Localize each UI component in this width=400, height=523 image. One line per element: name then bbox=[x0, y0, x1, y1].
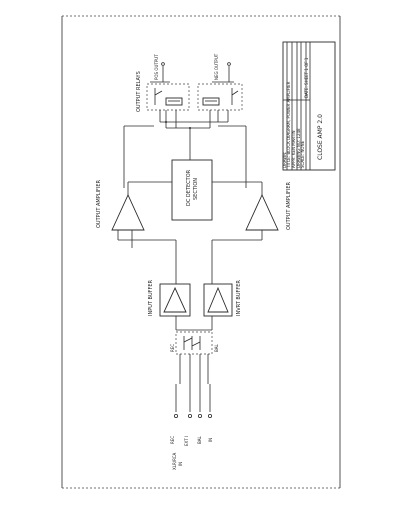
input-jack-bal: BAL bbox=[197, 413, 202, 444]
output-amplifier-left: OUTPUT AMPLIFIER bbox=[96, 180, 145, 240]
input-jack-ext: EXT I bbox=[184, 413, 192, 446]
title-row-drawn: DRAWN: bbox=[282, 151, 287, 168]
input-selector-switch: REC BAL bbox=[170, 331, 219, 355]
output-amplifier-right: OUTPUT AMPLIFIER bbox=[245, 182, 292, 240]
amp-right-label: OUTPUT AMPLIFIER bbox=[286, 182, 292, 230]
switch-label-left: REC bbox=[170, 344, 175, 352]
input-in-label: IN bbox=[208, 438, 213, 442]
invert-buffer-label: INVRT BUFFER bbox=[236, 280, 242, 316]
input-buffer-triangle bbox=[163, 286, 187, 313]
switch-frame bbox=[175, 331, 213, 355]
neg-output-label: NEG OUTPUT bbox=[214, 53, 219, 80]
junction-dot bbox=[189, 127, 191, 129]
title-row-drawing-no: DRAWING NO: 1248 bbox=[296, 128, 301, 168]
input-group-label-line2: IN bbox=[178, 462, 183, 466]
output-relay-neg bbox=[197, 83, 243, 111]
relay-neg-frame bbox=[197, 83, 243, 111]
title-block-title: CLOSE AMP 2.0 bbox=[317, 114, 324, 160]
junction-dot bbox=[165, 121, 167, 123]
input-group-label-line1: XLR/RCA bbox=[172, 453, 177, 470]
pos-output-terminal: POS OUTPUT bbox=[150, 54, 170, 83]
pos-output-label: POS OUTPUT bbox=[154, 54, 159, 80]
input-jack-in: IN bbox=[207, 413, 213, 442]
input-jack-rec: REC bbox=[170, 413, 178, 444]
amp-left-label: OUTPUT AMPLIFIER bbox=[96, 180, 102, 228]
title-row-date: DATE: SHEET 1 OF 1 bbox=[304, 57, 309, 98]
amp-right-triangle bbox=[245, 193, 279, 231]
input-ext-label: EXT I bbox=[184, 436, 189, 446]
input-buffer: INPUT BUFFER bbox=[148, 279, 191, 317]
title-row-appr: APPR: KEN MARTIN bbox=[291, 130, 296, 168]
invert-buffer: INVRT BUFFER bbox=[203, 280, 242, 317]
switch-label-right: BAL bbox=[214, 344, 219, 352]
invert-buffer-triangle bbox=[207, 286, 229, 313]
output-relay-pos bbox=[146, 83, 190, 111]
amp-left-triangle bbox=[111, 193, 145, 231]
output-relays-label: OUTPUT RELAYS bbox=[136, 71, 142, 112]
neg-output-terminal: NEG OUTPUT bbox=[212, 53, 234, 83]
input-bal-label: BAL bbox=[197, 436, 202, 444]
relay-neg-coil bbox=[202, 97, 220, 106]
relay-pos-frame bbox=[146, 83, 190, 111]
relay-pos-coil bbox=[165, 97, 183, 106]
title-row-scale: SCALE: NONE bbox=[300, 140, 305, 168]
dc-detector-box bbox=[171, 159, 213, 221]
input-buffer-label: INPUT BUFFER bbox=[148, 279, 154, 316]
dc-detector-section: DC DETECTOR SECTION bbox=[171, 159, 213, 221]
title-row-title: TITLE: BLOCK DIAGRAM, POWER AMPLIFIER bbox=[286, 81, 291, 169]
dc-detector-label-line2: SECTION bbox=[193, 178, 199, 200]
title-block: CLOSE AMP 2.0 DRAWN: TITLE: BLOCK DIAGRA… bbox=[282, 41, 336, 171]
input-rec-label: REC bbox=[170, 436, 175, 444]
dc-detector-label-line1: DC DETECTOR bbox=[186, 169, 192, 206]
